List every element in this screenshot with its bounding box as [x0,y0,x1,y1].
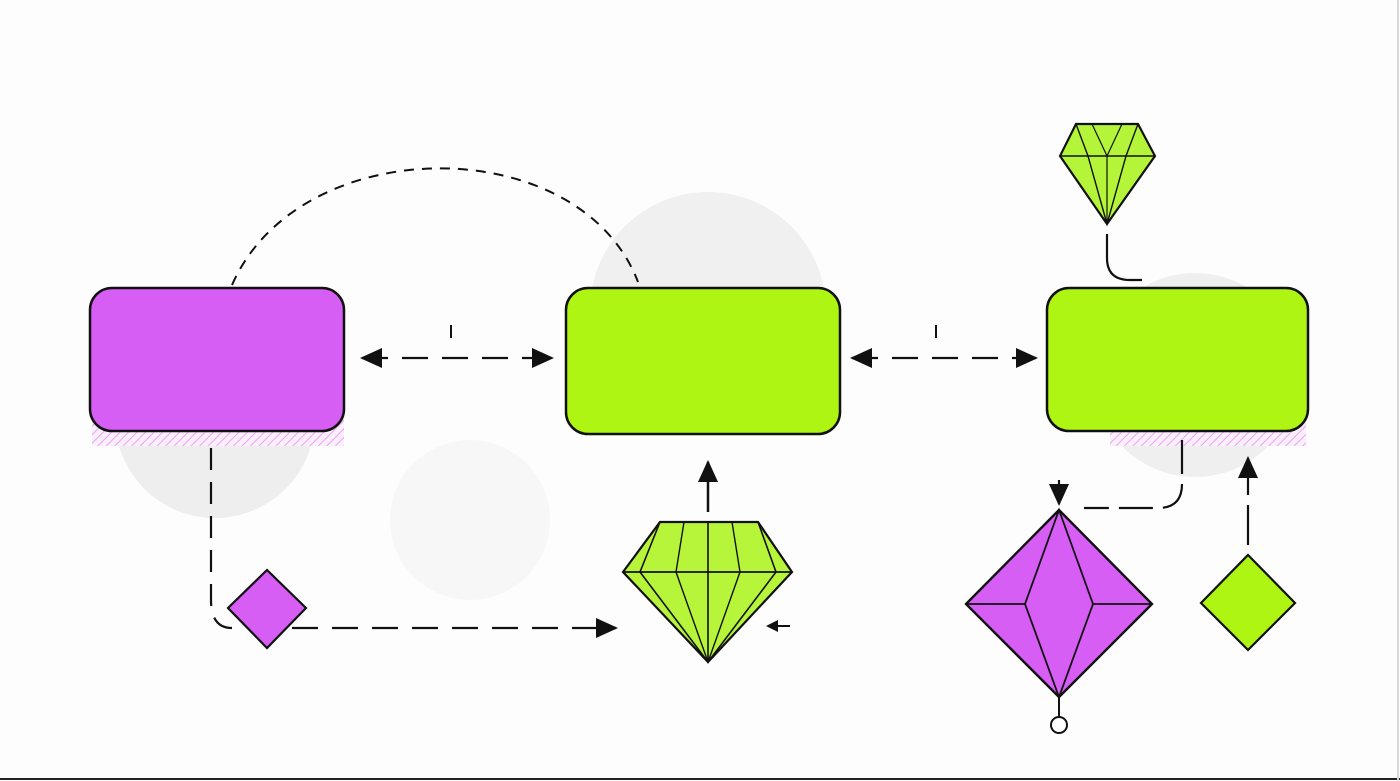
purple-small-diamond[interactable] [226,568,308,650]
purple-box[interactable] [88,286,346,433]
backdrop-circle-faint [390,440,550,600]
purple-box-down-connector [209,448,233,630]
lime-box-center[interactable] [564,286,842,436]
lime-large-gem[interactable] [621,520,794,665]
top-gem-connector [1105,234,1142,282]
lime-top-gem[interactable] [1058,122,1157,227]
lime-box-right[interactable] [1045,286,1310,433]
right-box-down-connector [1084,440,1184,510]
lime-small-diamond[interactable] [1199,553,1297,652]
terminal-circle[interactable] [1050,716,1068,734]
